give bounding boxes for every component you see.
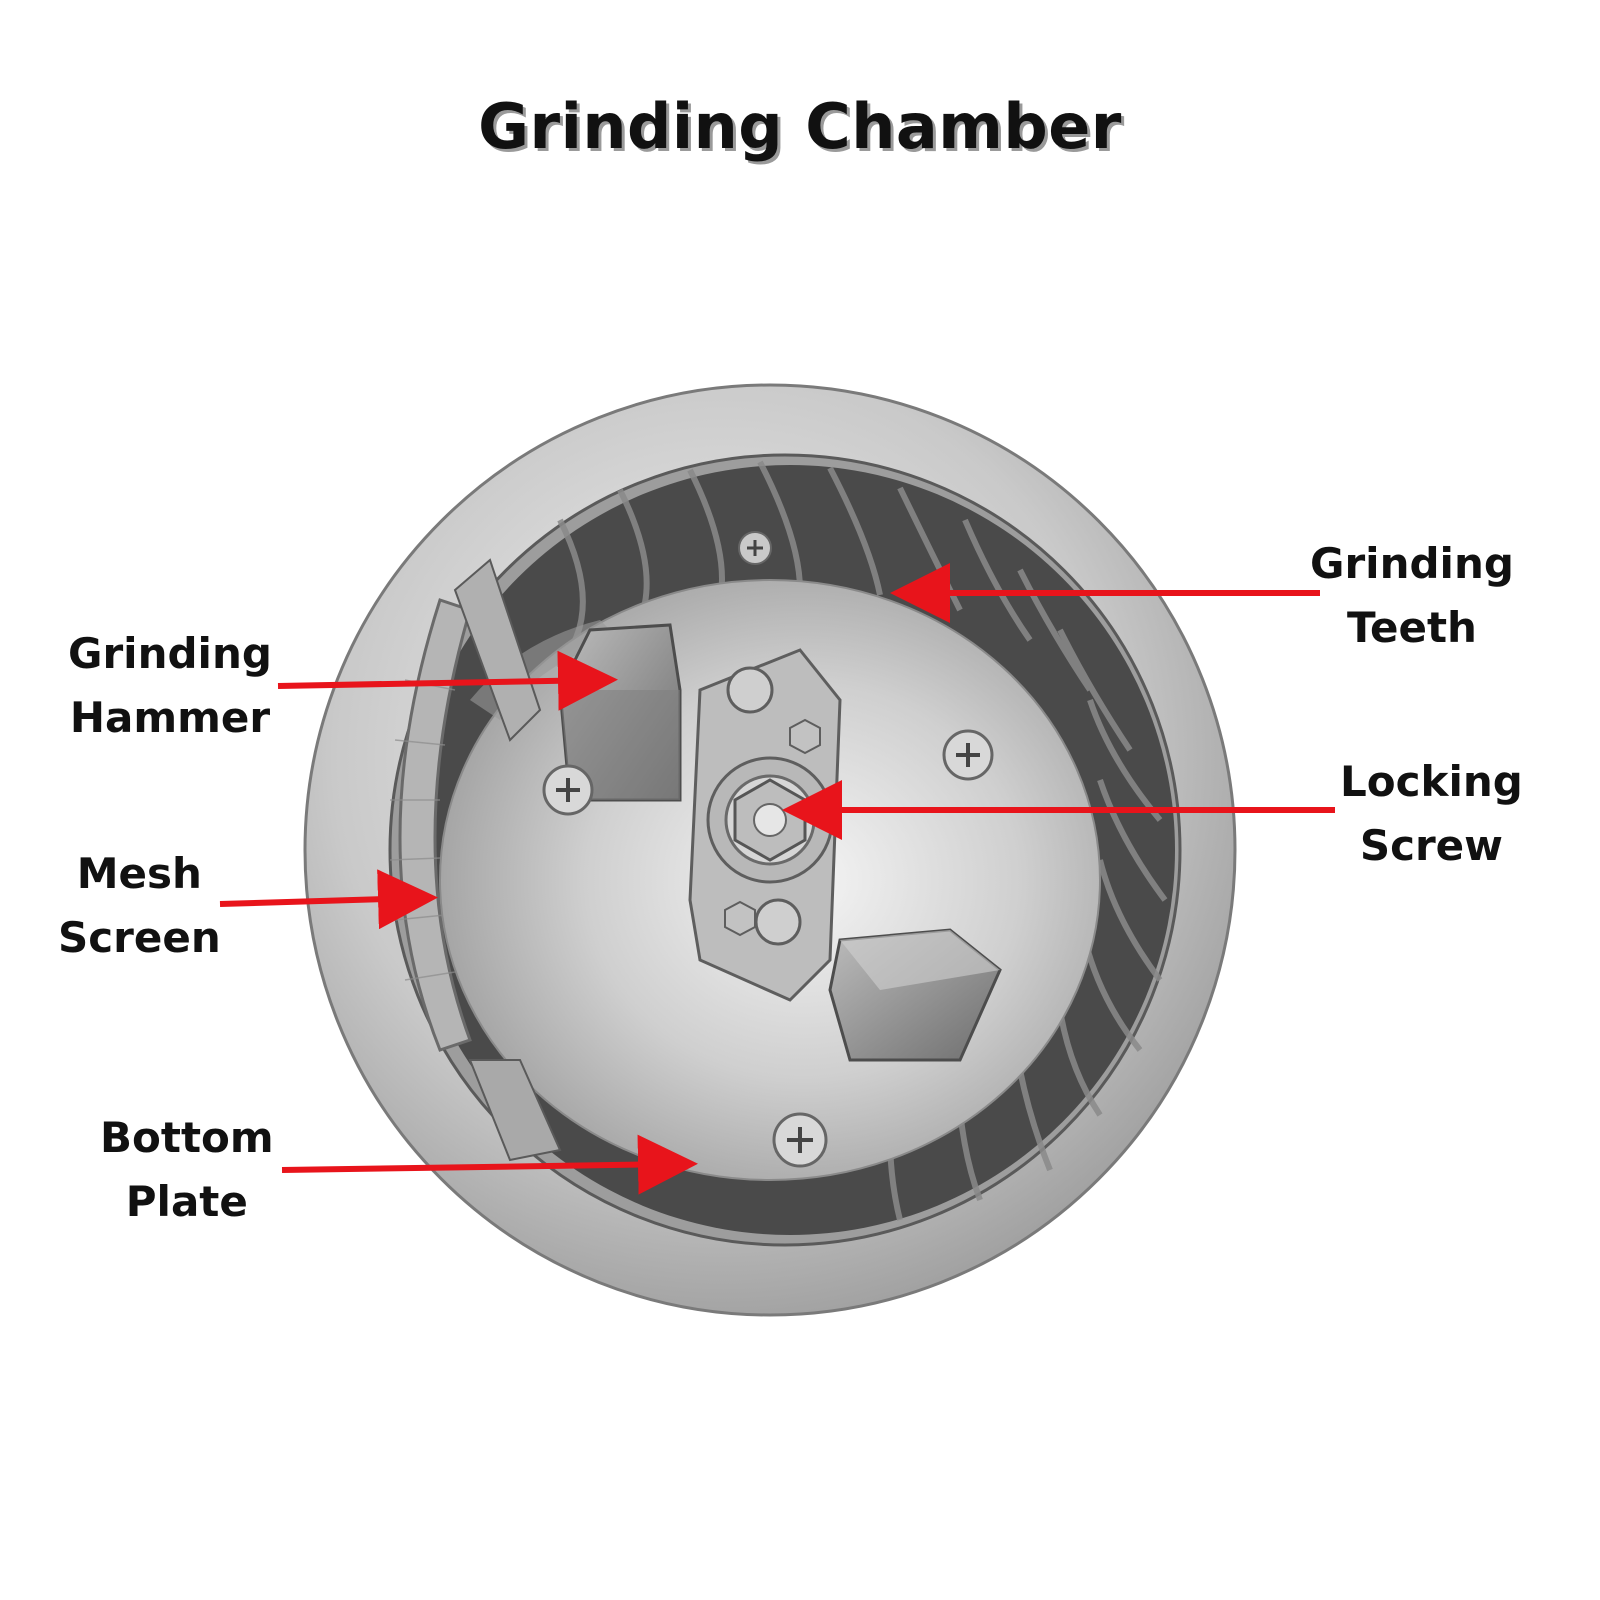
label-locking-screw-line1: Locking xyxy=(1340,757,1523,806)
arm-nut-bottom xyxy=(724,900,756,937)
label-bottom-plate-line1: Bottom xyxy=(100,1113,274,1162)
arrow-grinding-hammer xyxy=(277,650,618,711)
label-grinding-hammer: Grinding Hammer xyxy=(68,622,272,750)
phillips-screw-bottom xyxy=(772,1112,828,1168)
grinding-hammer-bottom xyxy=(828,928,1002,1062)
screen-bracket-top xyxy=(453,558,542,742)
diagram-title: Grinding Chamber xyxy=(478,90,1122,163)
label-grinding-teeth-line2: Teeth xyxy=(1346,603,1477,652)
label-locking-screw: Locking Screw xyxy=(1340,750,1523,878)
arrow-bottom-plate xyxy=(281,1134,698,1195)
arrow-mesh-screen xyxy=(219,869,438,930)
arm-nut-top xyxy=(789,718,821,755)
label-mesh-screen: Mesh Screen xyxy=(58,842,221,970)
label-grinding-hammer-line1: Grinding xyxy=(68,629,272,678)
label-locking-screw-line2: Screw xyxy=(1359,821,1503,870)
phillips-screw-right xyxy=(942,729,994,781)
label-grinding-hammer-line2: Hammer xyxy=(69,693,271,742)
label-bottom-plate: Bottom Plate xyxy=(100,1106,274,1234)
label-bottom-plate-line2: Plate xyxy=(125,1177,248,1226)
label-grinding-teeth-line1: Grinding xyxy=(1310,539,1514,588)
label-grinding-teeth: Grinding Teeth xyxy=(1310,532,1514,660)
arm-bolt-top xyxy=(726,666,774,714)
pointer-arrows xyxy=(219,563,1335,1195)
label-mesh-screen-line1: Mesh xyxy=(76,849,202,898)
locking-screw-graphic xyxy=(706,756,834,884)
screen-bracket-bottom xyxy=(468,1059,562,1162)
arm-bolt-bottom xyxy=(754,898,802,946)
label-mesh-screen-line2: Screen xyxy=(58,913,221,962)
phillips-screw-teeth xyxy=(738,531,772,565)
phillips-screw-left xyxy=(542,764,594,816)
